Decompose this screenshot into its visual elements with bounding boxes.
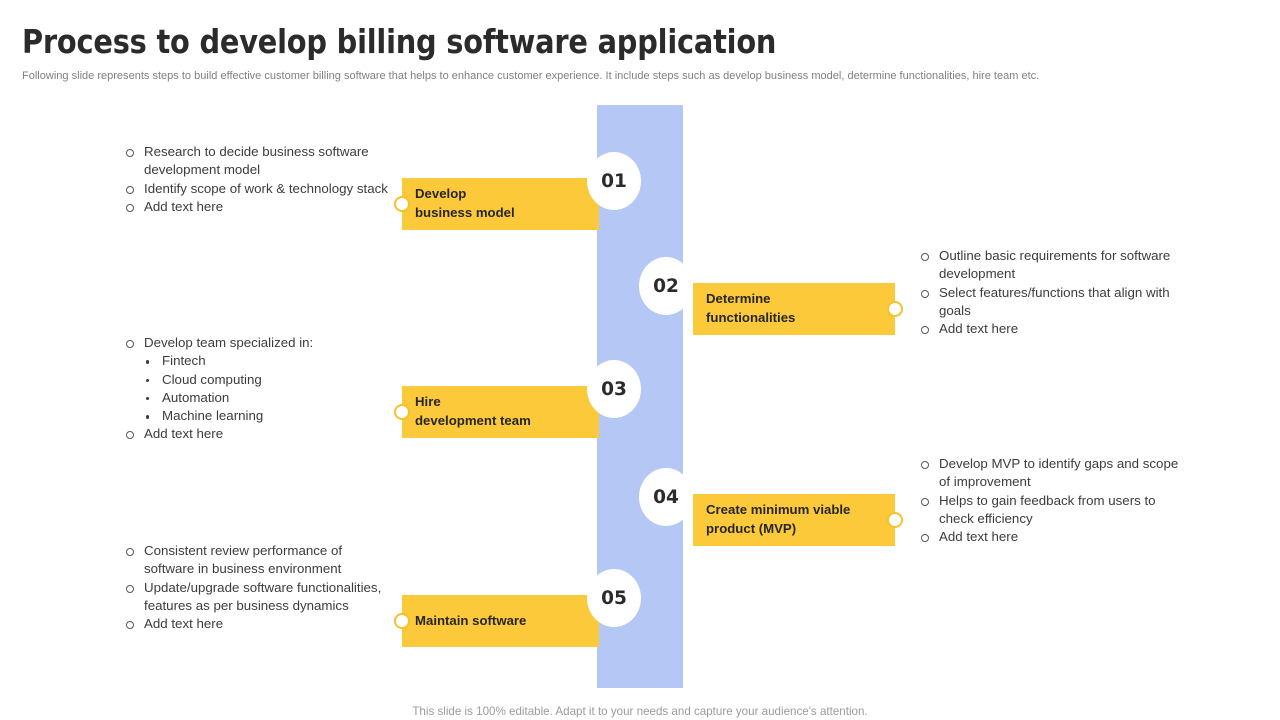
sub-list-item: Automation bbox=[140, 389, 398, 407]
step-01[interactable]: Develop business model 01 bbox=[394, 152, 642, 230]
list-item: Add text here bbox=[118, 198, 388, 216]
step-01-bar[interactable]: Develop business model bbox=[402, 178, 599, 230]
bullet-list-3: Develop team specialized in: Fintech Clo… bbox=[118, 334, 398, 444]
sub-list-item: Cloud computing bbox=[140, 371, 398, 389]
step-04-connector-knob bbox=[887, 512, 903, 528]
step-03-connector-knob bbox=[394, 404, 410, 420]
list-item: Add text here bbox=[118, 615, 393, 633]
step-02-number: 02 bbox=[639, 257, 693, 315]
bullet-group-4: Develop MVP to identify gaps and scope o… bbox=[913, 455, 1188, 546]
list-item: Update/upgrade software functionalities,… bbox=[118, 579, 393, 616]
step-02[interactable]: Determine functionalities 02 bbox=[631, 257, 921, 335]
step-03-number: 03 bbox=[587, 360, 641, 418]
list-item: Add text here bbox=[913, 528, 1188, 546]
list-item: Outline basic requirements for software … bbox=[913, 247, 1188, 284]
step-02-connector-knob bbox=[887, 301, 903, 317]
list-item: Helps to gain feedback from users to che… bbox=[913, 492, 1188, 529]
list-item: Select features/functions that align wit… bbox=[913, 284, 1188, 321]
bullet-list-2: Outline basic requirements for software … bbox=[913, 247, 1188, 338]
step-04-label: Create minimum viable product (MVP) bbox=[706, 502, 851, 536]
list-item: Research to decide business software dev… bbox=[118, 143, 388, 180]
page-subtitle: Following slide represents steps to buil… bbox=[22, 70, 1040, 82]
list-item: Consistent review performance of softwar… bbox=[118, 542, 393, 579]
step-01-label: Develop business model bbox=[415, 186, 515, 220]
step-05-bar[interactable]: Maintain software bbox=[402, 595, 599, 647]
step-01-connector-knob bbox=[394, 196, 410, 212]
list-item: Develop MVP to identify gaps and scope o… bbox=[913, 455, 1188, 492]
step-01-number: 01 bbox=[587, 152, 641, 210]
bullet-list-1: Research to decide business software dev… bbox=[118, 143, 388, 216]
step-03-label: Hire development team bbox=[415, 394, 531, 428]
step-05-connector-knob bbox=[394, 613, 410, 629]
bullet-group-1: Research to decide business software dev… bbox=[118, 143, 388, 216]
bullet-list-4: Develop MVP to identify gaps and scope o… bbox=[913, 455, 1188, 546]
bullet-list-5: Consistent review performance of softwar… bbox=[118, 542, 393, 633]
list-item: Add text here bbox=[118, 425, 398, 443]
list-item: Add text here bbox=[913, 320, 1188, 338]
sub-list-item: Fintech bbox=[140, 352, 398, 370]
step-04-number: 04 bbox=[639, 468, 693, 526]
list-item: Identify scope of work & technology stac… bbox=[118, 180, 388, 198]
step-03[interactable]: Hire development team 03 bbox=[394, 360, 642, 438]
step-05[interactable]: Maintain software 05 bbox=[394, 569, 642, 647]
step-05-label: Maintain software bbox=[415, 612, 527, 628]
bullet-group-3: Develop team specialized in: Fintech Clo… bbox=[118, 334, 398, 444]
step-04-bar[interactable]: Create minimum viable product (MVP) bbox=[693, 494, 895, 546]
step-02-bar[interactable]: Determine functionalities bbox=[693, 283, 895, 335]
step-03-bar[interactable]: Hire development team bbox=[402, 386, 599, 438]
step-05-number: 05 bbox=[587, 569, 641, 627]
bullet-group-5: Consistent review performance of softwar… bbox=[118, 542, 393, 633]
sub-list-3: Fintech Cloud computing Automation Machi… bbox=[140, 352, 398, 425]
page-title: Process to develop billing software appl… bbox=[22, 22, 777, 61]
sub-list-item: Machine learning bbox=[140, 407, 398, 425]
step-04[interactable]: Create minimum viable product (MVP) 04 bbox=[631, 468, 921, 546]
footer-note: This slide is 100% editable. Adapt it to… bbox=[412, 705, 868, 718]
sub-list-wrapper: Fintech Cloud computing Automation Machi… bbox=[118, 352, 398, 425]
list-item: Develop team specialized in: bbox=[118, 334, 398, 352]
bullet-group-2: Outline basic requirements for software … bbox=[913, 247, 1188, 338]
step-02-label: Determine functionalities bbox=[706, 291, 796, 325]
